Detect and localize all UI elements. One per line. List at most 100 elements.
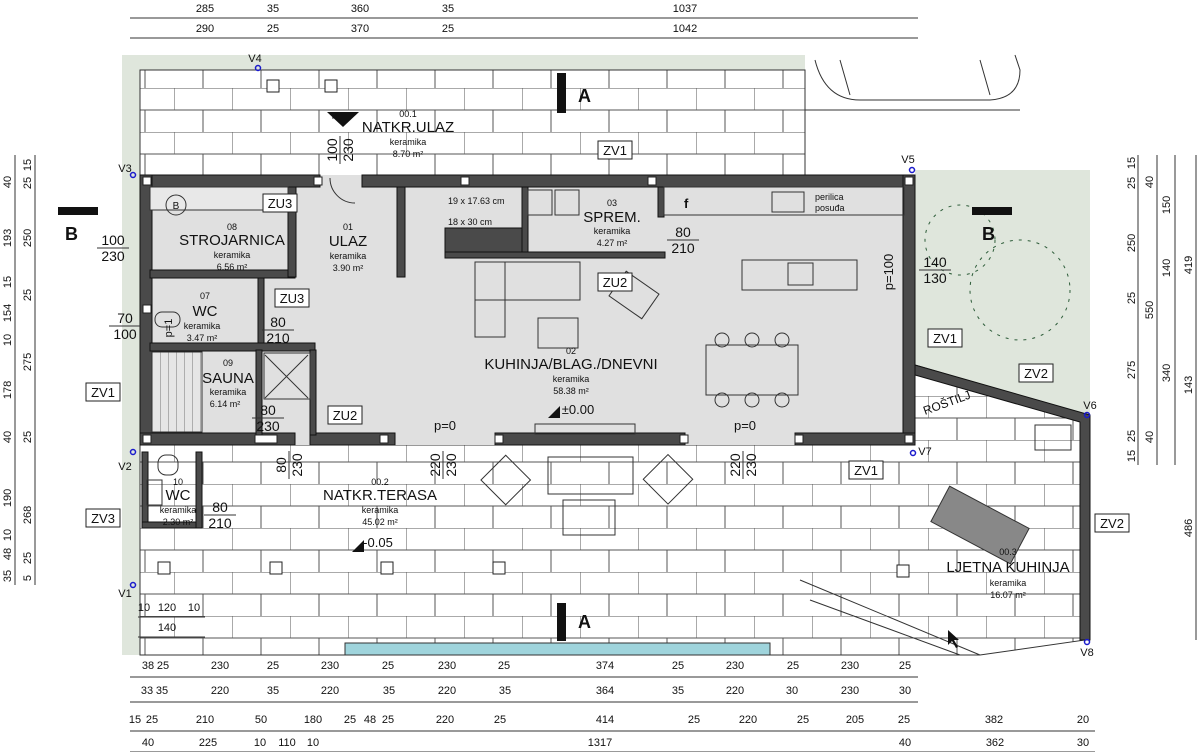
svg-text:6.14 m²: 6.14 m² bbox=[210, 399, 241, 409]
svg-text:STROJARNICA: STROJARNICA bbox=[179, 232, 285, 249]
svg-text:KUHINJA/BLAG./DNEVNI: KUHINJA/BLAG./DNEVNI bbox=[484, 356, 657, 373]
dim-bottom-3-label: 180 bbox=[304, 714, 322, 726]
level-terrace: -0.05 bbox=[363, 535, 393, 550]
dim-bottom-2-label: 35 bbox=[267, 685, 279, 697]
svg-text:01: 01 bbox=[343, 222, 353, 232]
dim-bottom-1-label: 25 bbox=[157, 660, 169, 672]
svg-text:ZU3: ZU3 bbox=[268, 196, 293, 211]
room-label-ljetna-kuhinja: 00.3 LJETNA KUHINJA keramika 16.07 m² bbox=[946, 547, 1069, 600]
dim-top-1-label: 35 bbox=[267, 3, 279, 15]
svg-text:ZV2: ZV2 bbox=[1024, 366, 1048, 381]
dim-left-2-label: 275 bbox=[22, 353, 34, 371]
svg-text:ZU2: ZU2 bbox=[333, 408, 358, 423]
columns bbox=[142, 79, 914, 578]
parapet-label: p=0 bbox=[434, 418, 456, 433]
svg-text:ZV1: ZV1 bbox=[933, 331, 957, 346]
tag-zu3: ZU3 bbox=[274, 288, 310, 308]
svg-text:00.3: 00.3 bbox=[999, 547, 1017, 557]
svg-text:09: 09 bbox=[223, 358, 233, 368]
svg-text:V8: V8 bbox=[1080, 647, 1093, 659]
dim-bottom-4-label: 40 bbox=[899, 737, 911, 749]
dim-bottom-3-label: 210 bbox=[196, 714, 214, 726]
svg-text:NATKR.ULAZ: NATKR.ULAZ bbox=[362, 119, 454, 136]
dim-top-1-label: 285 bbox=[196, 3, 214, 15]
dim-right-3-label: 340 bbox=[1161, 364, 1173, 382]
dim-left-1-label: 40 bbox=[2, 176, 14, 188]
svg-text:WC: WC bbox=[193, 303, 218, 320]
svg-text:2.30 m²: 2.30 m² bbox=[163, 517, 194, 527]
dim-bottom-3-label: 25 bbox=[382, 714, 394, 726]
dim-left-2-label: 25 bbox=[22, 431, 34, 443]
svg-text:NATKR.TERASA: NATKR.TERASA bbox=[323, 487, 437, 504]
dim-left-1-label: 178 bbox=[2, 381, 14, 399]
svg-text:45.02 m²: 45.02 m² bbox=[362, 517, 398, 527]
dim-left-1-label: 40 bbox=[2, 431, 14, 443]
svg-text:210: 210 bbox=[671, 240, 695, 256]
room-label-natkr-terasa: 00.2 NATKR.TERASA keramika 45.02 m² bbox=[323, 477, 437, 527]
room-label-kuhinja: 02 KUHINJA/BLAG./DNEVNI keramika 58.38 m… bbox=[484, 346, 657, 396]
tag-zu2: ZU2 bbox=[327, 405, 363, 425]
dim-bottom-1-label: 25 bbox=[382, 660, 394, 672]
dim-bottom-3-label: 25 bbox=[688, 714, 700, 726]
dim-top-2-label: 290 bbox=[196, 23, 214, 35]
tag-zv1: ZV1 bbox=[85, 382, 121, 402]
svg-text:220: 220 bbox=[427, 453, 443, 477]
dim-bottom-1-label: 230 bbox=[726, 660, 744, 672]
dim-bottom-4-label: 40 bbox=[142, 737, 154, 749]
dim-bottom-3-label: 25 bbox=[146, 714, 158, 726]
dim-right-1-label: 25 bbox=[1126, 430, 1138, 442]
car-outline bbox=[805, 54, 1021, 111]
dim-bottom-4-label: 110 bbox=[278, 737, 296, 749]
dim-right-1-label: 275 bbox=[1126, 361, 1138, 379]
svg-text:16.07 m²: 16.07 m² bbox=[990, 590, 1026, 600]
dim-left-1-label: 48 bbox=[2, 548, 14, 560]
dim-bottom-4-label: 10 bbox=[307, 737, 319, 749]
dim-bottom-2-label: 220 bbox=[211, 685, 229, 697]
dim-bottom-3-label: 15 bbox=[129, 714, 141, 726]
dishwasher-label: perilica bbox=[815, 192, 844, 202]
stair-note: 19 x 17.63 cm bbox=[448, 196, 505, 206]
svg-text:80: 80 bbox=[675, 224, 691, 240]
svg-text:keramika: keramika bbox=[210, 387, 247, 397]
dim-left-1-label: 154 bbox=[2, 304, 14, 322]
section-a-top: A bbox=[578, 86, 591, 106]
svg-text:100: 100 bbox=[324, 138, 340, 162]
svg-text:210: 210 bbox=[266, 330, 290, 346]
svg-text:V2: V2 bbox=[118, 461, 131, 473]
svg-text:ZV2: ZV2 bbox=[1100, 516, 1124, 531]
dim-bottom-3-label: 25 bbox=[898, 714, 910, 726]
dim-bottom-3-label: 220 bbox=[436, 714, 454, 726]
vertex-v7: V7 bbox=[909, 446, 932, 458]
dim-bottom-3-label: 48 bbox=[364, 714, 376, 726]
svg-text:210: 210 bbox=[208, 515, 232, 531]
dim-bottom-2-label: 220 bbox=[321, 685, 339, 697]
svg-text:keramika: keramika bbox=[594, 226, 631, 236]
dim-bottom-3-label: 25 bbox=[344, 714, 356, 726]
dim-left-2-label: 25 bbox=[22, 552, 34, 564]
dim-right-1-label: 15 bbox=[1126, 157, 1138, 169]
dim-bottom-3-label: 50 bbox=[255, 714, 267, 726]
dim-bottom-1-label: 230 bbox=[841, 660, 859, 672]
section-b-left: B bbox=[65, 224, 78, 244]
svg-text:V4: V4 bbox=[248, 53, 261, 65]
svg-text:08: 08 bbox=[227, 222, 237, 232]
dim-right-4-label: 143 bbox=[1183, 376, 1195, 394]
dim-bottom-2-label: 30 bbox=[899, 685, 911, 697]
dim-left-2-label: 15 bbox=[22, 159, 34, 171]
svg-text:ULAZ: ULAZ bbox=[329, 233, 367, 250]
stair-note: 18 x 30 cm bbox=[448, 217, 492, 227]
dim-right-1-label: 250 bbox=[1126, 234, 1138, 252]
svg-text:V7: V7 bbox=[918, 446, 931, 458]
svg-text:SPREM.: SPREM. bbox=[583, 209, 641, 226]
interior-walls bbox=[141, 186, 1091, 641]
dim-left-1-label: 193 bbox=[2, 229, 14, 247]
